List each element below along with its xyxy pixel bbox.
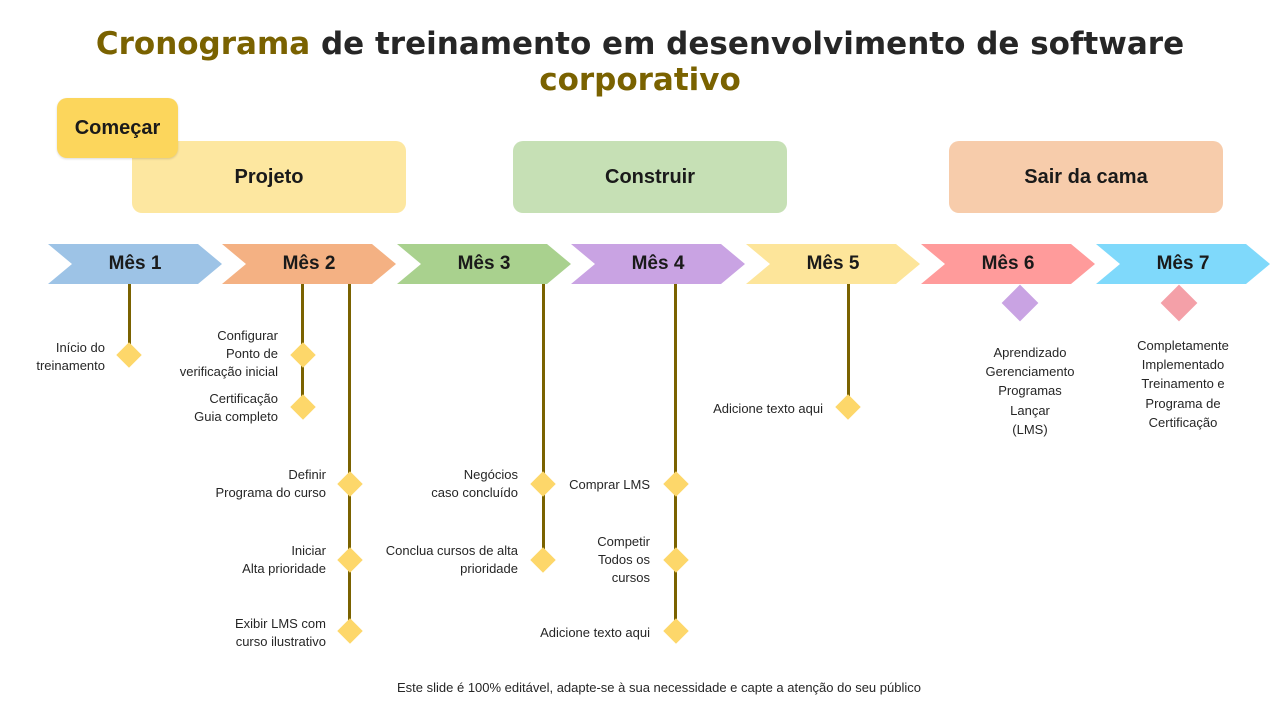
milestone-label: Adicione texto aqui <box>713 400 823 418</box>
month-3-connector <box>542 284 545 560</box>
milestone-diamond <box>530 471 556 497</box>
milestone-label-line: Conclua cursos de alta <box>385 543 518 558</box>
milestone-diamond <box>663 618 689 644</box>
milestone-diamond <box>290 394 316 420</box>
month-7-chevron: Mês 7 <box>1096 244 1270 284</box>
milestone-label: Conclua cursos de alta prioridade <box>386 542 518 578</box>
phase-start: Começar <box>57 98 178 158</box>
milestone-label-line: Comprar LMS <box>569 477 650 492</box>
milestone-label: Negócios caso concluído <box>431 466 518 502</box>
milestone-label: Início do treinamento <box>36 339 105 375</box>
month-4-connector <box>674 284 677 631</box>
milestone-diamond <box>337 471 363 497</box>
milestone-label-line: Todos os <box>597 552 650 567</box>
milestone-label-line: treinamento <box>36 358 105 373</box>
milestone-label-line: Programa do curso <box>215 485 326 500</box>
milestone-label-line: Programa de <box>1145 395 1221 411</box>
title-part-3: corporativo <box>539 62 741 98</box>
milestone-label-line: Treinamento e <box>1141 376 1225 392</box>
milestone-label-line: Aprendizado <box>993 345 1067 360</box>
milestone-label-line: Lançar <box>1010 402 1050 418</box>
milestone-label-line: prioridade <box>460 561 518 576</box>
milestone-label-line: Exibir LMS com <box>234 616 326 631</box>
milestone-label-line: Implementado <box>1141 357 1225 373</box>
milestone-label-line: Completamente <box>1137 338 1229 353</box>
milestone-diamond <box>290 342 316 368</box>
milestone-label-line: Ponto de <box>225 346 278 361</box>
month-1-chevron: Mês 1 <box>48 244 222 284</box>
milestone-label-line: Gerenciamento <box>985 364 1075 380</box>
milestone-label: Adicione texto aqui <box>540 624 650 642</box>
page-title: Cronograma de treinamento em desenvolvim… <box>0 26 1280 98</box>
milestone-diamond <box>663 547 689 573</box>
phase-construir: Construir <box>513 141 787 213</box>
milestone-label-line: Guia completo <box>194 409 278 424</box>
phase-projeto: Projeto <box>132 141 406 213</box>
milestone-label-line: Programas <box>998 383 1062 399</box>
milestone-label: Exibir LMS com curso ilustrativo <box>235 615 326 651</box>
milestone-label: Comprar LMS <box>569 476 650 494</box>
milestone-diamond <box>116 342 142 368</box>
milestone-label-line: Certificação <box>1148 414 1218 430</box>
milestone-label-line: Definir <box>288 467 326 482</box>
milestone-diamond <box>337 547 363 573</box>
month-3-chevron: Mês 3 <box>397 244 571 284</box>
month-1-connector <box>128 284 131 355</box>
milestone-label-line: Certificação <box>209 391 278 406</box>
milestone-label-line: caso concluído <box>431 485 518 500</box>
milestone-diamond <box>337 618 363 644</box>
milestone-label-line: Adicione texto aqui <box>713 401 823 416</box>
milestone-diamond <box>530 547 556 573</box>
phase-sair: Sair da cama <box>949 141 1223 213</box>
milestone-label-line: cursos <box>611 570 650 585</box>
milestone-label-line: Início do <box>55 340 105 355</box>
milestone-diamond-m7 <box>1160 284 1198 322</box>
month-6-chevron: Mês 6 <box>921 244 1095 284</box>
month-5-connector <box>847 284 850 407</box>
milestone-label-line: Iniciar <box>291 543 326 558</box>
title-part-2: de treinamento em desenvolvimento de sof… <box>310 26 1185 62</box>
milestone-diamond-m6 <box>1001 284 1039 322</box>
milestone-label-line: curso ilustrativo <box>235 634 326 649</box>
milestone-label-line: Alta prioridade <box>242 561 326 576</box>
milestone-diamond <box>835 394 861 420</box>
month-2-connector-b <box>348 284 351 631</box>
footer-note: Este slide é 100% editável, adapte-se à … <box>397 680 921 695</box>
milestone-label-line: verificação inicial <box>179 364 278 379</box>
milestone-label-line: (LMS) <box>1012 421 1048 437</box>
title-part-1: Cronograma <box>95 26 311 62</box>
milestone-label-line: Competir <box>597 534 650 549</box>
milestone-label-line: Configurar <box>217 328 278 343</box>
month-5-chevron: Mês 5 <box>746 244 920 284</box>
milestone-label-line: Negócios <box>463 467 518 482</box>
milestone-diamond <box>663 471 689 497</box>
month-4-chevron: Mês 4 <box>571 244 745 284</box>
month-2-chevron: Mês 2 <box>222 244 396 284</box>
milestone-label-line: Adicione texto aqui <box>540 625 650 640</box>
